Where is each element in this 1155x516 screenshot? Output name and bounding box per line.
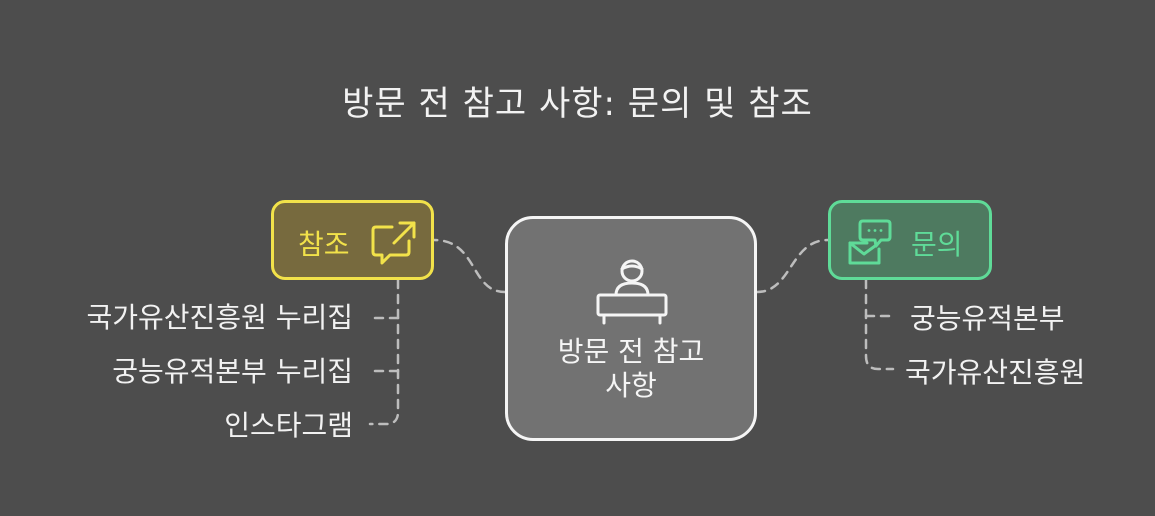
reference-label: 참조 (298, 228, 350, 261)
reference-item-3: 인스타그램 (224, 409, 353, 442)
reference-item-2: 궁능유적본부 누리집 (112, 355, 353, 388)
connector-center-to-reference (432, 238, 507, 294)
reference-node: 참조 (271, 200, 434, 280)
chat-envelope-icon (845, 215, 895, 271)
external-link-chat-icon (370, 215, 418, 271)
center-node: 방문 전 참고 사항 (505, 216, 757, 441)
inquiry-node: 문의 (828, 200, 992, 280)
center-label: 방문 전 참고 사항 (508, 335, 754, 403)
inquiry-label: 문의 (911, 228, 963, 261)
center-label-line-2: 사항 (605, 369, 657, 402)
inquiry-item-2: 국가유산진흥원 (905, 356, 1086, 389)
reference-item-1: 국가유산진흥원 누리집 (86, 301, 353, 334)
connector-reference-trunk (368, 278, 400, 426)
center-label-line-1: 방문 전 참고 (557, 335, 705, 368)
connector-center-to-inquiry (755, 238, 830, 294)
person-at-desk-icon (592, 255, 672, 331)
connector-inquiry-trunk (864, 278, 895, 371)
diagram-title: 방문 전 참고 사항: 문의 및 참조 (342, 84, 813, 124)
inquiry-item-1: 궁능유적본부 (910, 302, 1065, 335)
